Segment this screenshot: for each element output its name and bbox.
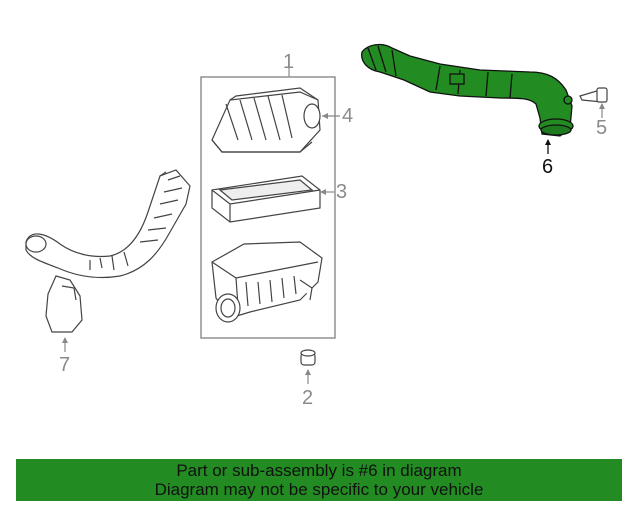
part-6-outlet-duct[interactable] — [361, 43, 574, 137]
leader-2 — [305, 369, 311, 384]
leader-6 — [545, 139, 551, 154]
callout-5: 5 — [596, 117, 608, 139]
part-4-cover[interactable] — [211, 87, 321, 153]
part-5-sensor[interactable] — [579, 87, 608, 103]
part-7-inlet-duct[interactable] — [25, 169, 191, 333]
leader-4 — [322, 113, 340, 119]
banner-line-1: Part or sub-assembly is #6 in diagram — [176, 461, 462, 480]
leader-5 — [599, 103, 605, 118]
callout-6: 6 — [542, 156, 554, 178]
leader-3 — [320, 189, 334, 195]
banner-line-2: Diagram may not be specific to your vehi… — [154, 480, 484, 499]
part-2-grommet[interactable] — [300, 349, 316, 366]
callout-2: 2 — [302, 387, 314, 409]
air-cleaner-housing — [211, 241, 323, 323]
callout-1: 1 — [283, 51, 295, 73]
callout-4: 4 — [342, 105, 354, 127]
part-3-filter[interactable] — [211, 175, 321, 223]
info-banner: Part or sub-assembly is #6 in diagram Di… — [16, 459, 622, 501]
callout-3: 3 — [336, 181, 348, 203]
assembly-frame — [200, 76, 336, 339]
leader-7 — [62, 337, 68, 352]
callout-7: 7 — [59, 354, 71, 376]
air-cleaner-assembly[interactable] — [200, 62, 336, 339]
